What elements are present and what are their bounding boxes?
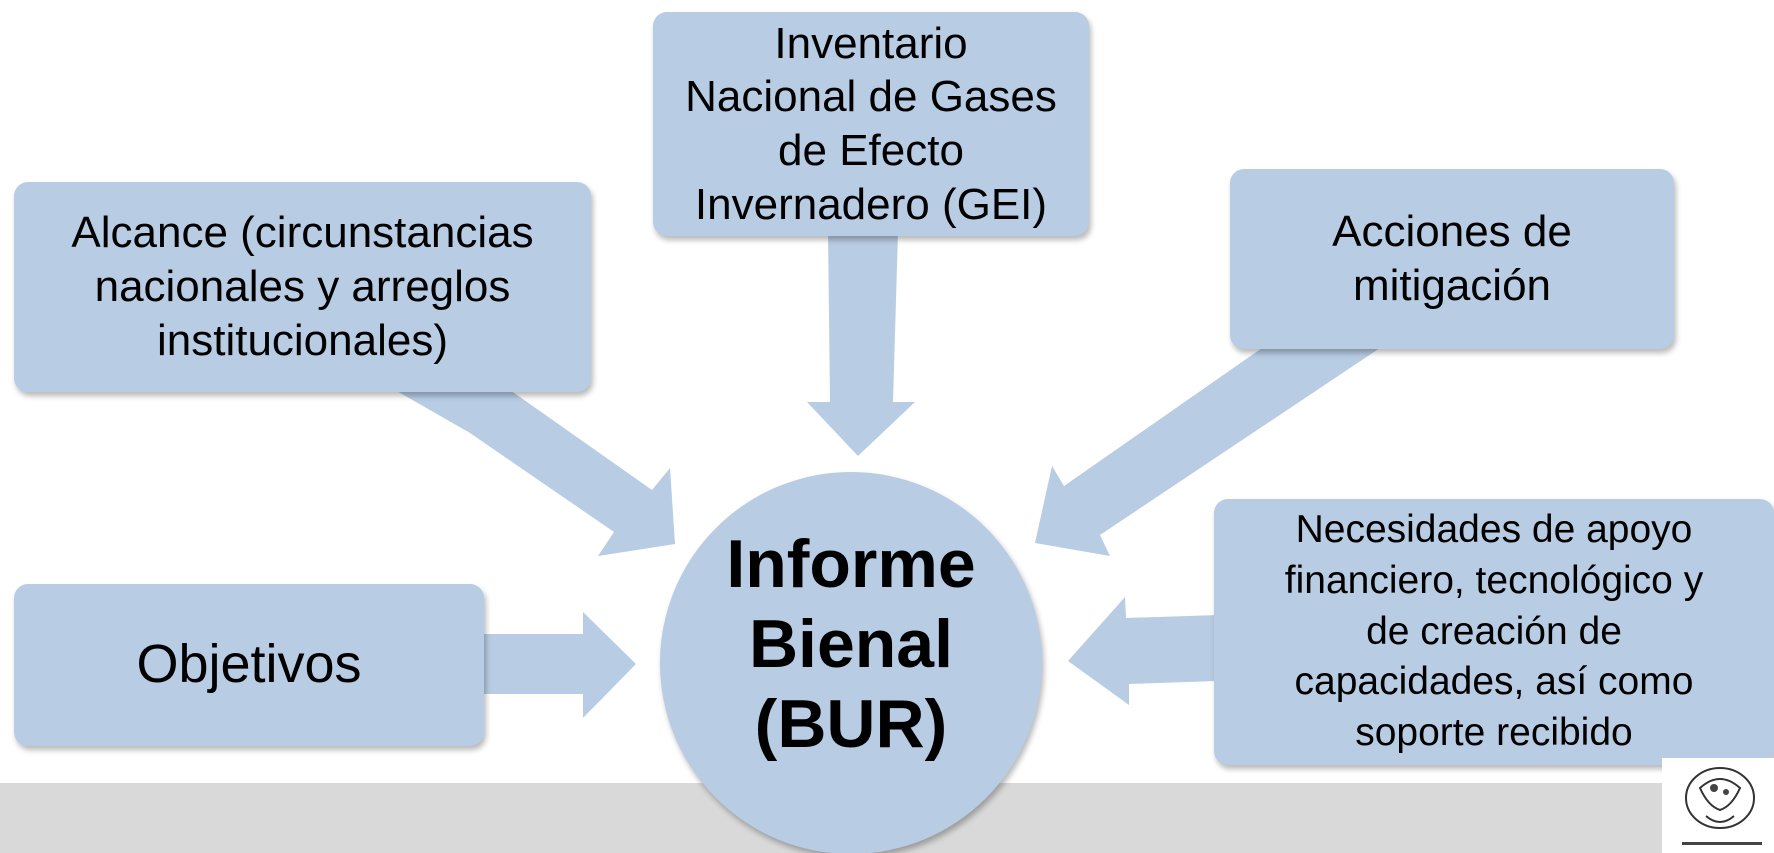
arrow-necesidades [1068,597,1218,705]
arrow-inventario [807,232,915,456]
center-label: Informe Bienal (BUR) [726,525,976,763]
box-inventario: Inventario Nacional de Gases de Efecto I… [653,12,1089,236]
box-necesidades: Necesidades de apoyo financiero, tecnoló… [1214,499,1774,765]
mexican-coat-of-arms-seal-icon [1662,758,1774,853]
arrow-objetivos [482,612,636,718]
box-objetivos: Objetivos [14,584,484,746]
center-circle: Informe Bienal (BUR) [660,472,1042,853]
arrow-alcance [395,390,675,556]
box-acciones: Acciones de mitigación [1230,169,1674,349]
box-objetivos-label: Objetivos [136,634,362,695]
box-acciones-label: Acciones de mitigación [1332,207,1572,310]
arrow-acciones [1035,348,1380,556]
box-inventario-label: Inventario Nacional de Gases de Efecto I… [685,18,1057,229]
box-alcance-label: Alcance (circunstancias nacionales y arr… [71,208,534,365]
box-necesidades-label: Necesidades de apoyo financiero, tecnoló… [1284,508,1704,755]
box-alcance: Alcance (circunstancias nacionales y arr… [14,182,591,392]
